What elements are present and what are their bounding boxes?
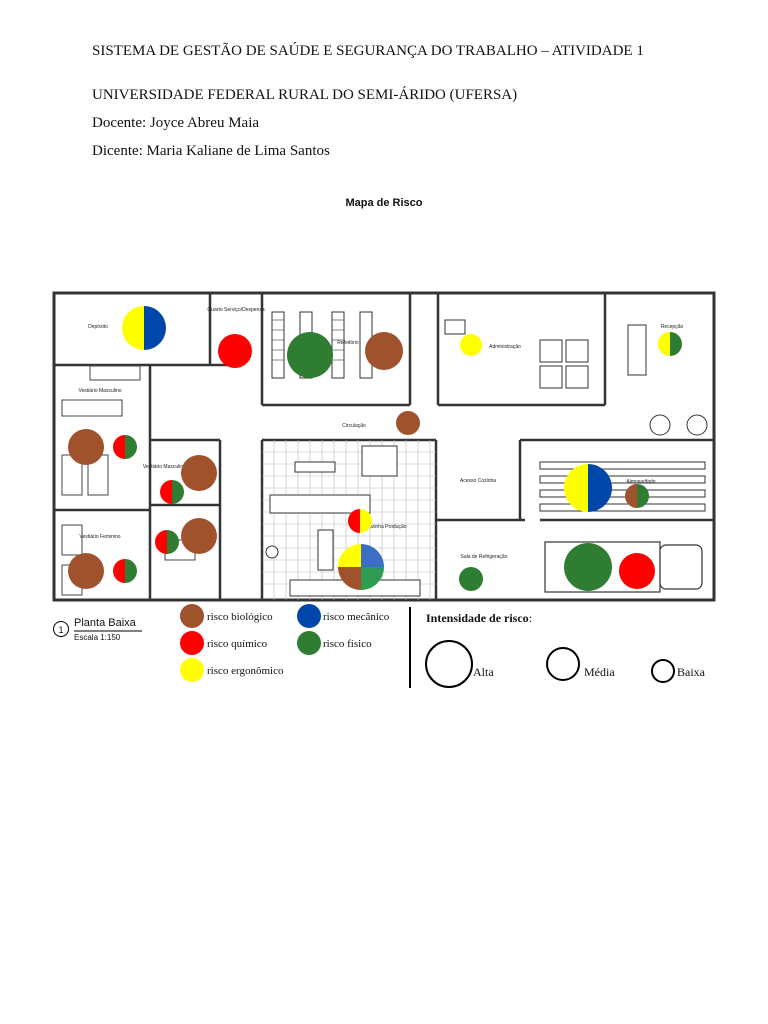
header-line-2: UNIVERSIDADE FEDERAL RURAL DO SEMI-ÁRIDO… (92, 87, 518, 103)
risk-vestiario-f2-quimico (113, 559, 125, 583)
risk-vestiario-m-fisico (125, 435, 137, 459)
risk-refeitorio-biologico (365, 332, 403, 370)
risk-refeitorio-fisico (287, 332, 333, 378)
header-line-4: Dicente: Maria Kaliane de Lima Santos (92, 143, 330, 159)
risk-cozinha-q-ergonomico (338, 544, 361, 567)
room-label-quarto-servico: Quarto Serviço/Despensa (207, 307, 264, 313)
intensity-title: Intensidade de risco: (426, 611, 533, 625)
risk-vestiario-f2-fisico (125, 559, 137, 583)
room-label-almoxarifado: Almoxarifado (626, 479, 655, 485)
risk-vestiario-pne-quimico (160, 480, 172, 504)
kitchen-equipment (265, 445, 421, 597)
intensity-label-media: Média (584, 665, 615, 679)
intensity-ring-alta (425, 640, 473, 688)
legend-label-ergonomico: risco ergonômico (207, 665, 284, 677)
intensity-ring-media (546, 647, 580, 681)
room-label-vestiario-masculino-pne: Vestiário Masculino P.N.E. (143, 464, 201, 470)
room-label-recepcao: Recepção (661, 324, 684, 330)
legend-dot-biologico (180, 604, 204, 628)
room-label-sala-refrigeracao: Sala de Refrigeração (461, 554, 508, 560)
risk-recepcao-ergonomico (658, 332, 670, 356)
room-label-vestiario-feminino: Vestiário Feminino (79, 534, 120, 540)
risk-deposito-ergonomico (122, 306, 144, 350)
legend-dot-mecanico (297, 604, 321, 628)
risk-cozinha-quimico (348, 509, 360, 533)
room-label-circulacao: Circulação (342, 423, 366, 429)
risk-almoxarifado-mecanico (588, 464, 612, 512)
risk-truck-quimico (619, 553, 655, 589)
risk-vestiario-m-biologico (68, 429, 104, 465)
outer-wall (52, 291, 716, 602)
plan-title: Planta Baixa (74, 617, 136, 629)
intensity-label-baixa: Baixa (677, 665, 705, 679)
risk-circulacao-biologico (396, 411, 420, 435)
risk-vestiario-pne-fisico (172, 480, 184, 504)
risk-administracao-ergonomico (460, 334, 482, 356)
interior-walls (54, 293, 714, 600)
risk-vestiario-pne2-biologico (181, 518, 217, 554)
legend-dot-fisico (297, 631, 321, 655)
intensity-label-alta: Alta (473, 665, 494, 679)
plan-number: 1 (53, 621, 69, 637)
risk-vestiario-f-quimico (155, 530, 167, 554)
legend-dot-quimico (180, 631, 204, 655)
legend-label-mecanico: risco mecânico (323, 611, 390, 623)
plan-scale: Escala 1:150 (74, 633, 121, 642)
legend-label-biologico: risco biológico (207, 611, 273, 623)
map-title: Mapa de Risco (345, 197, 423, 209)
risk-vestiario-pne-biologico (181, 455, 217, 491)
floor-plan: Depósito Quarto Serviço/Despensa Refeitó… (52, 291, 716, 688)
trees (649, 414, 708, 436)
risk-vestiario-m-quimico (113, 435, 125, 459)
risk-cozinha-ergonomico (360, 509, 372, 533)
legend-label-fisico: risco físico (323, 638, 372, 650)
risk-quarto-quimico (218, 334, 252, 368)
legend-label-quimico: risco químico (207, 638, 268, 650)
room-label-deposito: Depósito (88, 324, 108, 330)
risk-cozinha-q-biologico (338, 567, 361, 590)
risk-recepcao-fisico (670, 332, 682, 356)
risk-almox-fisico (637, 484, 649, 508)
risk-deposito-mecanico (144, 306, 166, 350)
risk-cozinha-q-fisico (361, 567, 384, 590)
room-label-administracao: Administração (489, 344, 521, 350)
legend-dot-ergonomico (180, 658, 204, 682)
risk-markers (68, 306, 682, 591)
risk-almox-biologico (625, 484, 637, 508)
room-label-acesso-cozinha: Acesso Cozinha (460, 478, 496, 484)
risk-truck-fisico (564, 543, 612, 591)
almoxarifado-shelves (539, 461, 706, 512)
admin-desks (444, 319, 647, 389)
intensity-ring-baixa (651, 659, 675, 683)
risk-vestiario-f-fisico (167, 530, 179, 554)
risk-almoxarifado-ergonomico (564, 464, 588, 512)
room-label-cozinha-producao: Cozinha Produção (365, 524, 406, 530)
risk-cozinha-q-mecanico (361, 544, 384, 567)
risk-vestiario-f-biologico (68, 553, 104, 589)
risk-refrigeracao-fisico (459, 567, 483, 591)
header-line-1: SISTEMA DE GESTÃO DE SAÚDE E SEGURANÇA D… (92, 43, 644, 59)
room-label-refeitorio: Refeitório (337, 340, 359, 346)
header-line-3: Docente: Joyce Abreu Maia (92, 115, 260, 131)
room-label-vestiario-masculino: Vestiário Masculino (78, 388, 121, 394)
